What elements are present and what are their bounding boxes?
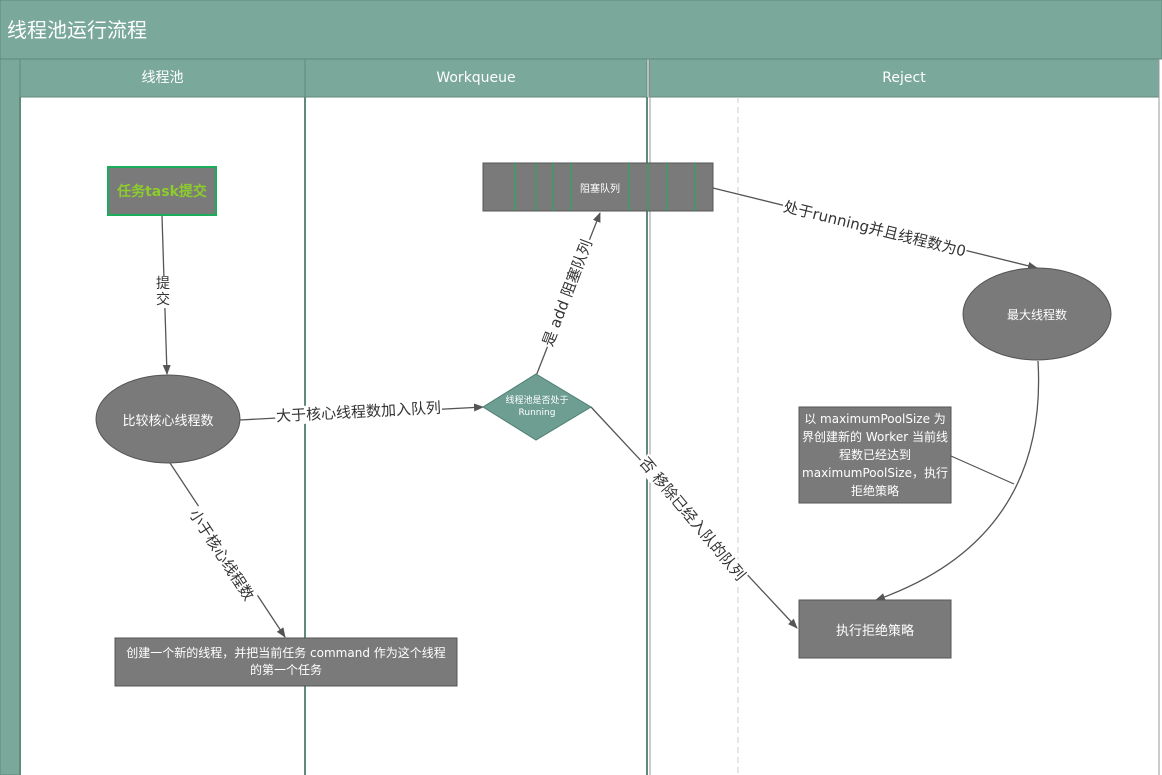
- create-node-box: [114, 637, 458, 687]
- lane-header-reject: [648, 58, 1160, 98]
- max-node-shape: [962, 267, 1112, 361]
- start-node-label: 任务task提交: [117, 184, 207, 200]
- lane-header-pool: [19, 58, 306, 98]
- diagram-title: 线程池运行流程: [7, 18, 147, 42]
- pool-header: [0, 0, 1162, 60]
- edge-max-to-reject: [875, 360, 1040, 601]
- queue-box: [482, 162, 714, 212]
- start-node-box: [107, 166, 217, 216]
- edge-label-submit: 提交: [155, 276, 171, 308]
- compare-node-shape: [95, 374, 241, 464]
- note-box: [798, 406, 952, 504]
- edge-note-connector: [950, 455, 1015, 485]
- queue-node-label: 阻塞队列: [580, 183, 620, 195]
- lane-label-workqueue: Workqueue: [436, 70, 516, 86]
- reject-node-box: [798, 599, 952, 659]
- create-node-label: 创建一个新的线程，并把当前任务 command 作为这个线程的第一个任务: [126, 646, 446, 677]
- reject-node-label: 执行拒绝策略: [835, 623, 914, 639]
- compare-node-label: 比较核心线程数: [122, 413, 214, 429]
- pool-left-column: [0, 58, 21, 775]
- lane-header-workqueue: [304, 58, 648, 98]
- max-node-label: 最大线程数: [1006, 307, 1067, 322]
- decision-diamond: [482, 373, 592, 441]
- lane-label-reject: Reject: [882, 70, 926, 86]
- queue-cells: [514, 163, 696, 211]
- note-label: 以 maximumPoolSize 为界创建新的 Worker 当前线程数已经达…: [802, 412, 948, 498]
- decision-node-label: 线程池是否处于Running: [505, 396, 569, 418]
- lane-label-pool: 线程池: [141, 70, 184, 86]
